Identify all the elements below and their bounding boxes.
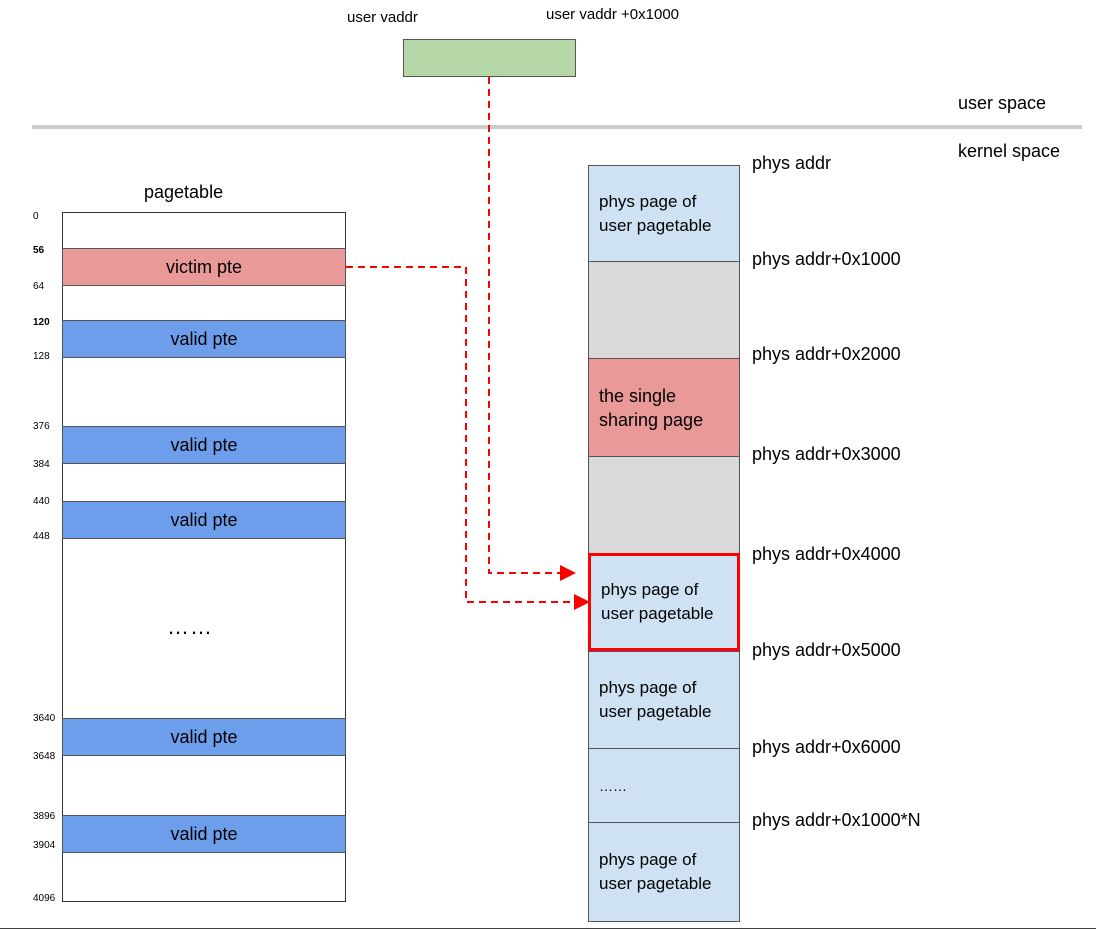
offset-label: 3640 bbox=[33, 713, 56, 724]
phys-page-target: phys page of user pagetable bbox=[588, 553, 740, 651]
phys-page-label: phys page of user pagetable bbox=[599, 678, 712, 721]
offset-label: 128 bbox=[33, 351, 50, 362]
pte-valid-3: valid pte bbox=[62, 501, 346, 539]
pte-valid-label: valid pte bbox=[170, 823, 238, 844]
pagetable-ellipsis: …… bbox=[167, 614, 213, 639]
phys-page-label: phys page of user pagetable bbox=[601, 580, 714, 623]
phys-page-label: …… bbox=[599, 777, 627, 794]
offset-label: 56 bbox=[33, 245, 45, 256]
phys-addr-label: phys addr bbox=[752, 153, 832, 173]
phys-page-ellipsis: …… bbox=[588, 748, 740, 823]
pte-valid-label: valid pte bbox=[170, 726, 238, 747]
pagetable-title: pagetable bbox=[144, 182, 224, 202]
phys-page-label: phys page of user pagetable bbox=[599, 191, 712, 235]
offset-label: 3904 bbox=[33, 840, 56, 851]
offset-label: 376 bbox=[33, 421, 50, 432]
phys-addr-label: phys addr+0x2000 bbox=[752, 344, 901, 364]
offset-label: 3648 bbox=[33, 751, 56, 762]
pte-valid-4: valid pte bbox=[62, 718, 346, 756]
phys-addr-label: phys addr+0x1000 bbox=[752, 249, 901, 269]
user-vaddr-box bbox=[403, 39, 576, 77]
offset-label: 448 bbox=[33, 531, 50, 542]
phys-page-label: phys page of user pagetable bbox=[599, 850, 712, 893]
phys-addr-label: phys addr+0x5000 bbox=[752, 640, 901, 660]
offset-label: 4096 bbox=[33, 893, 56, 904]
pte-valid-label: valid pte bbox=[170, 328, 238, 349]
pte-valid-2: valid pte bbox=[62, 426, 346, 464]
phys-addr-label: phys addr+0x1000*N bbox=[752, 810, 921, 830]
phys-addr-label: phys addr+0x4000 bbox=[752, 544, 901, 564]
offset-label: 440 bbox=[33, 496, 50, 507]
kernel-space-label: kernel space bbox=[958, 141, 1061, 161]
offset-label: 64 bbox=[33, 281, 45, 292]
phys-page-label: the single sharing page bbox=[599, 385, 704, 430]
phys-page-5: phys page of user pagetable bbox=[588, 651, 740, 749]
offset-label: 3896 bbox=[33, 811, 56, 822]
pte-valid-label: valid pte bbox=[170, 434, 238, 455]
phys-page-7: phys page of user pagetable bbox=[588, 822, 740, 922]
user-vaddr-end-label: user vaddr +0x1000 bbox=[546, 6, 680, 23]
pte-valid-5: valid pte bbox=[62, 815, 346, 853]
phys-page-3 bbox=[588, 456, 740, 554]
victim-pte-arrow bbox=[346, 266, 590, 610]
user-vaddr-arrow bbox=[488, 77, 576, 581]
user-space-label: user space bbox=[958, 93, 1047, 113]
offset-label: 384 bbox=[33, 459, 50, 470]
pte-victim: victim pte bbox=[62, 248, 346, 286]
bottom-border bbox=[0, 928, 1096, 929]
user-kernel-divider bbox=[32, 125, 1082, 129]
pte-victim-label: victim pte bbox=[165, 256, 243, 277]
user-vaddr-label: user vaddr bbox=[347, 9, 418, 26]
phys-addr-label: phys addr+0x6000 bbox=[752, 737, 901, 757]
phys-addr-label: phys addr+0x3000 bbox=[752, 444, 901, 464]
pte-valid-label: valid pte bbox=[170, 509, 238, 530]
pte-valid-1: valid pte bbox=[62, 320, 346, 358]
offset-label: 120 bbox=[33, 317, 50, 328]
offset-label: 0 bbox=[33, 211, 39, 222]
